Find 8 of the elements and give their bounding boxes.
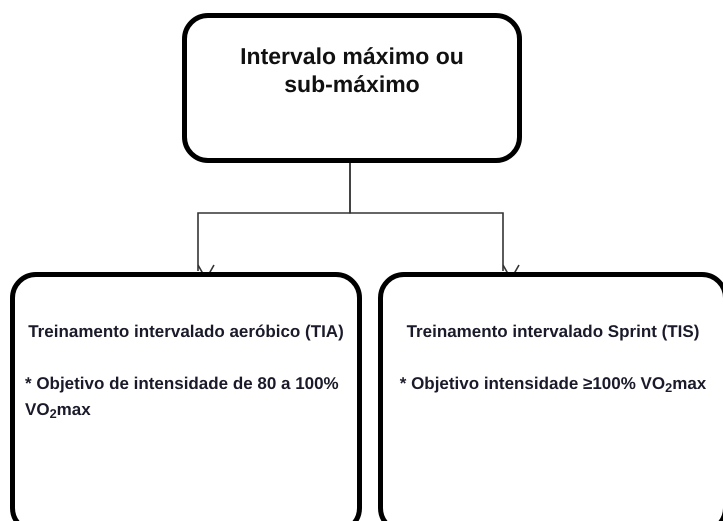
- process-box: [10, 272, 362, 521]
- box-note: * Objetivo de intensidade de 80 a 100% VO$_{2}$max: [25, 373, 340, 423]
- box-heading: Treinamento intervalado aeróbico (TIA): [27, 321, 345, 343]
- box-title: Intervalo máximo ou sub-máximo: [239, 42, 465, 98]
- box-note: * Objetivo intensidade ≥100% VO$_{2}$max: [398, 373, 708, 397]
- process-box: [378, 272, 723, 521]
- box-heading: Treinamento intervalado Sprint (TIS): [406, 321, 700, 343]
- process-box: [182, 13, 522, 163]
